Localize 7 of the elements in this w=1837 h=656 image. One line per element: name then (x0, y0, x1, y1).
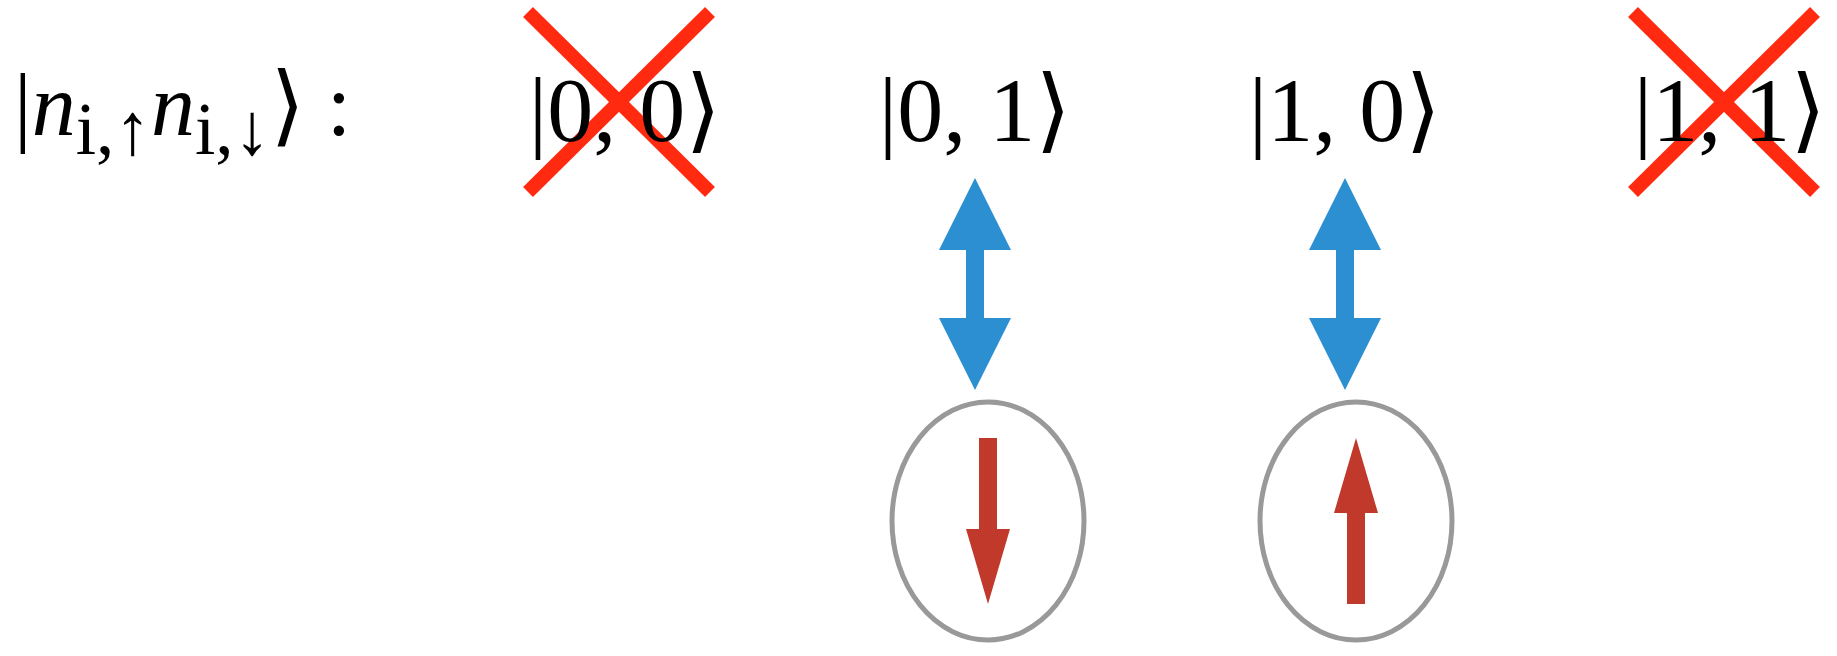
spin-site-ellipse (1256, 398, 1456, 644)
double-arrow (1309, 178, 1381, 390)
state-label: |n$_{i,↑}$n$_{i,↓}$⟩ : (14, 58, 352, 171)
spin-site-ellipse (888, 398, 1088, 644)
double-arrow (939, 178, 1011, 390)
state-ket: |1, 0⟩ (1240, 60, 1450, 160)
state-ket: |0, 1⟩ (870, 60, 1080, 160)
